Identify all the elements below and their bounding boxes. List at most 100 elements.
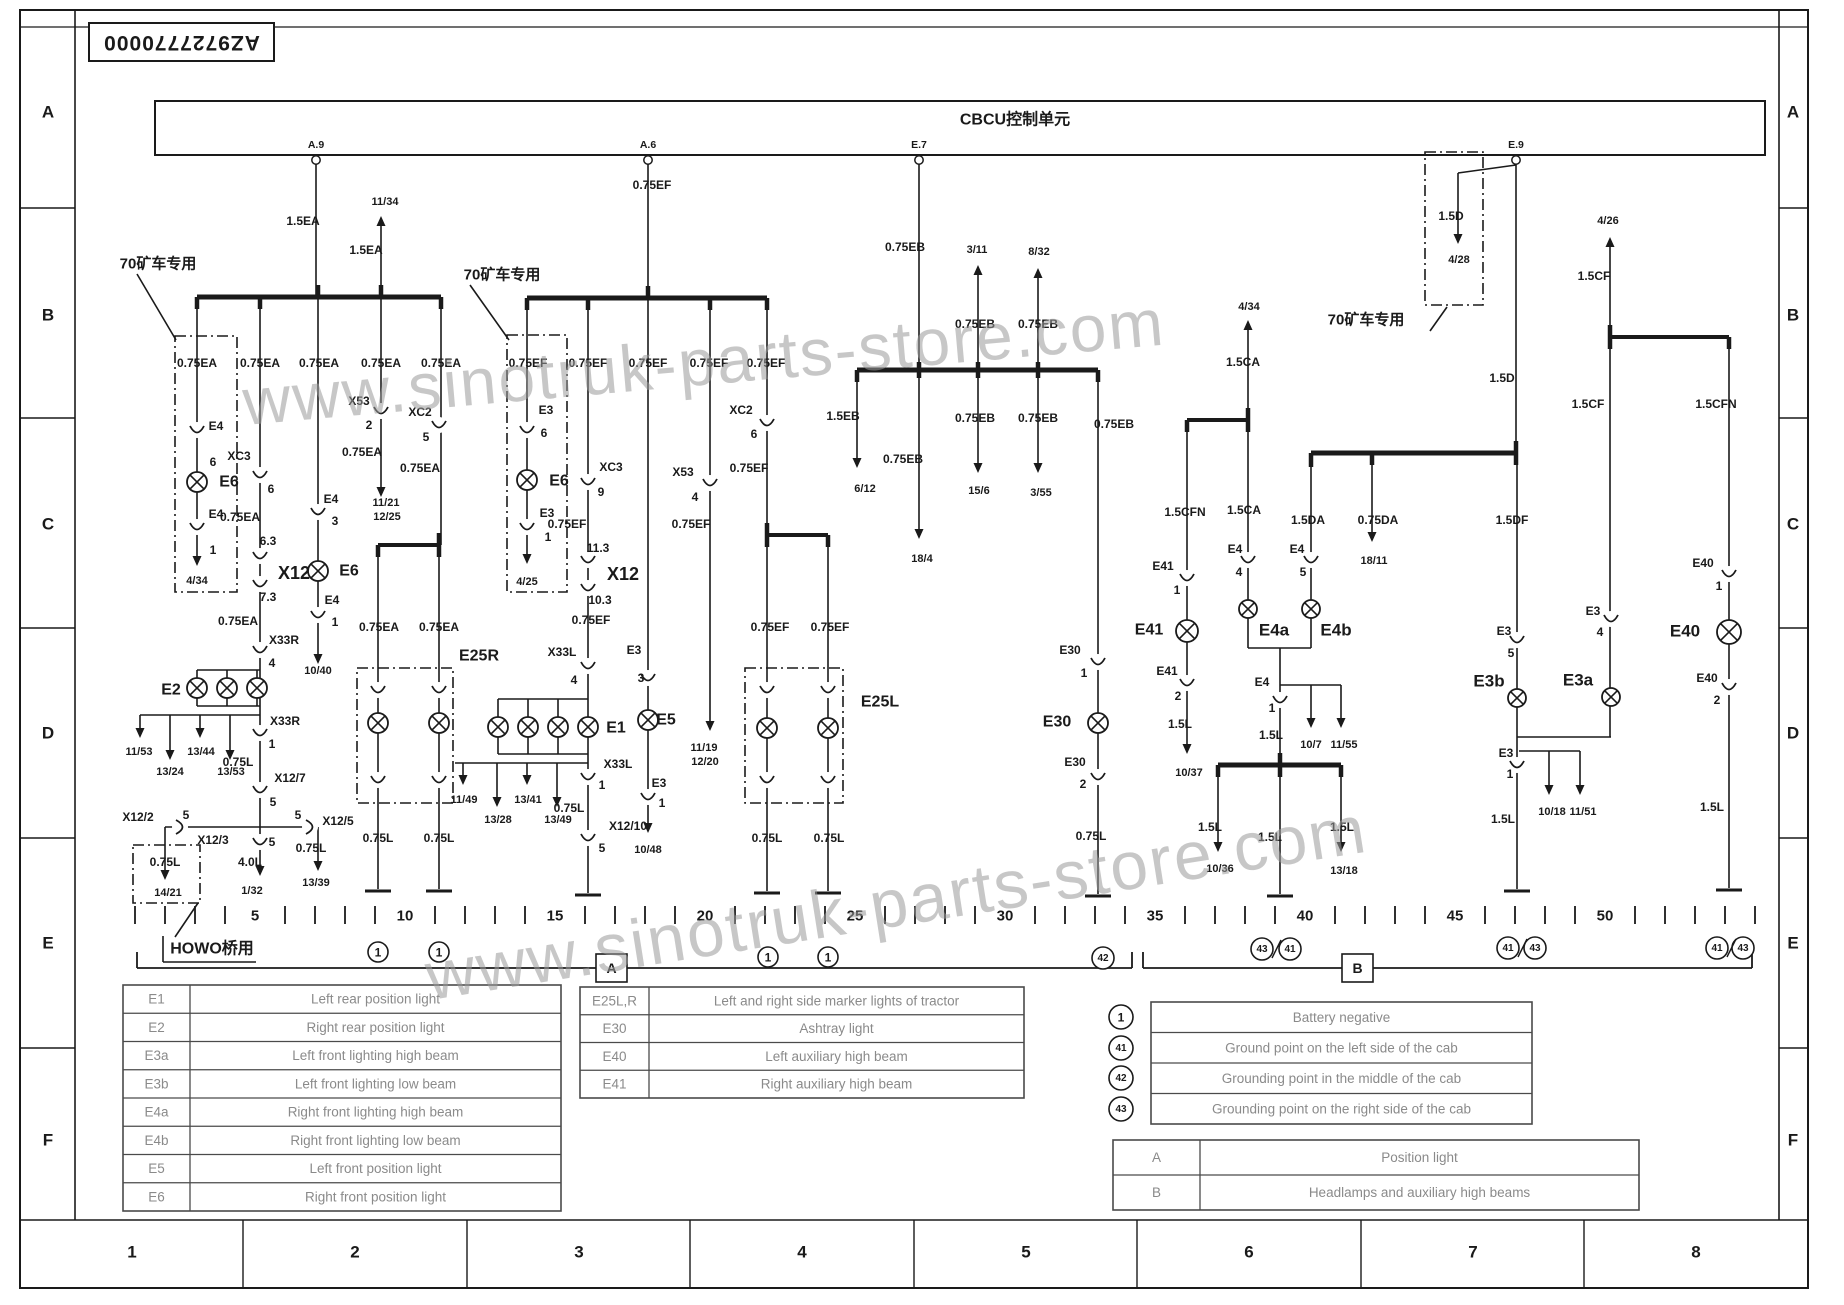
connector-icon bbox=[310, 610, 326, 619]
connector-mask bbox=[1179, 675, 1195, 691]
wire-label: 7.3 bbox=[260, 590, 277, 604]
connector-mask bbox=[1721, 566, 1737, 582]
ruler-number: 40 bbox=[1297, 908, 1314, 925]
connector-icon bbox=[175, 819, 184, 835]
wire-label: 0.75EF bbox=[811, 620, 850, 634]
connector-icon bbox=[820, 685, 836, 694]
arrow-icon bbox=[313, 654, 323, 664]
table-value: Ground point on the left side of the cab bbox=[1225, 1040, 1458, 1055]
connector-mask bbox=[252, 642, 268, 658]
wire-label: 6 bbox=[268, 482, 275, 496]
wire-label: 1.5L bbox=[1198, 820, 1222, 834]
grid-col-label: 5 bbox=[1021, 1243, 1030, 1262]
wire-label: 5 bbox=[1508, 646, 1515, 660]
arrow-icon bbox=[1336, 842, 1346, 852]
wire-label: 0.75EA bbox=[299, 356, 339, 370]
wire-label: 2 bbox=[366, 418, 373, 432]
arrow-icon bbox=[458, 775, 468, 785]
table-key: E5 bbox=[148, 1161, 165, 1176]
connector-icon bbox=[1090, 772, 1106, 781]
arrow-icon bbox=[973, 265, 983, 275]
arrow-icon bbox=[492, 797, 502, 807]
wire-label: 0.75EA bbox=[359, 620, 399, 634]
wire-label: 13/44 bbox=[187, 746, 215, 758]
grid-row-label: E bbox=[1787, 934, 1798, 953]
ruler-number: 10 bbox=[397, 908, 414, 925]
lamp-icon bbox=[189, 680, 205, 696]
wire-label: 0.75EA bbox=[421, 356, 461, 370]
arrow-icon bbox=[643, 823, 653, 833]
wire-label: 5 bbox=[183, 808, 190, 822]
lamp-icon bbox=[1090, 715, 1106, 731]
wire-label: 4/34 bbox=[1238, 301, 1260, 313]
wire-label: X53 bbox=[672, 465, 694, 479]
connector-icon bbox=[1090, 657, 1106, 666]
wire-label: 13/49 bbox=[544, 814, 572, 826]
connector-mask bbox=[580, 830, 596, 846]
ruler-number: 35 bbox=[1147, 908, 1164, 925]
grid-col-label: 1 bbox=[127, 1243, 136, 1262]
wire-label: E4a bbox=[1259, 621, 1290, 640]
arrow-icon bbox=[195, 728, 205, 738]
arrow-icon bbox=[1544, 785, 1554, 795]
connector-icon bbox=[1179, 678, 1195, 687]
connector-mask bbox=[252, 725, 268, 741]
grid-row-label: A bbox=[1787, 103, 1799, 122]
wire-label: 0.75EB bbox=[885, 240, 925, 254]
wire-label: E3 bbox=[539, 403, 554, 417]
wire-label: E6 bbox=[219, 474, 239, 491]
connector-mask bbox=[519, 422, 535, 438]
wire-label: 0.75L bbox=[814, 831, 845, 845]
option-dashed-box bbox=[744, 667, 844, 804]
wire-label: 1.5EA bbox=[349, 243, 383, 257]
connector-icon bbox=[189, 425, 205, 434]
table-key: E41 bbox=[602, 1077, 626, 1092]
wire-label: XC2 bbox=[729, 403, 753, 417]
wire-label: X33L bbox=[548, 645, 577, 659]
connector-icon bbox=[580, 583, 596, 592]
wire-label: 13/28 bbox=[484, 814, 512, 826]
lamp-icon bbox=[1604, 690, 1618, 704]
wire-label: 0.75EF bbox=[548, 517, 587, 531]
arrow-icon bbox=[313, 861, 323, 871]
connector-mask bbox=[580, 658, 596, 674]
arrow-icon bbox=[1182, 744, 1192, 754]
lamp-icon bbox=[219, 680, 235, 696]
lamp-icon bbox=[580, 719, 596, 735]
wire-label: 4 bbox=[1597, 625, 1604, 639]
wire-label: 6.3 bbox=[260, 534, 277, 548]
grid-row-label: F bbox=[43, 1131, 53, 1150]
connector-icon bbox=[370, 775, 386, 784]
wire-label: 1.5L bbox=[1168, 717, 1192, 731]
wire-label: 0.75EA bbox=[220, 510, 260, 524]
ground-point-number: 41 bbox=[1284, 944, 1296, 955]
wire-label: 0.75DA bbox=[1358, 513, 1399, 527]
wire-label: 0.75EB bbox=[955, 411, 995, 425]
wire-label: 1.5CF bbox=[1572, 397, 1605, 411]
arrow-icon bbox=[1336, 718, 1346, 728]
wire-label: 0.75L bbox=[1076, 829, 1107, 843]
connector-mask bbox=[189, 422, 205, 438]
ground-point-number: 42 bbox=[1097, 953, 1109, 964]
wire-label: 0.75EA bbox=[400, 461, 440, 475]
wire-label: 70矿车专用 bbox=[464, 266, 541, 284]
wire-label: X33L bbox=[604, 757, 633, 771]
wire-label: E41 bbox=[1135, 622, 1164, 639]
arrow-icon bbox=[522, 554, 532, 564]
wire-label: E4 bbox=[209, 507, 224, 521]
wire-label: 12/25 bbox=[373, 511, 401, 523]
wire-label: 10/40 bbox=[304, 665, 332, 677]
grid-col-label: 8 bbox=[1691, 1243, 1700, 1262]
wire-label: 0.75EF bbox=[509, 356, 548, 370]
wire-label: 0.75EB bbox=[1094, 417, 1134, 431]
ground-point-number: 1 bbox=[765, 951, 772, 965]
connector-mask bbox=[373, 403, 389, 419]
wire-label: 0.75L bbox=[424, 831, 455, 845]
table-key: B bbox=[1152, 1185, 1161, 1200]
wire-label: 1 bbox=[545, 530, 552, 544]
wire-label: 11/34 bbox=[372, 196, 400, 208]
wire-label: X12/3 bbox=[197, 833, 229, 847]
section-label: A bbox=[606, 960, 616, 976]
wire-label: 1.5DF bbox=[1496, 513, 1529, 527]
